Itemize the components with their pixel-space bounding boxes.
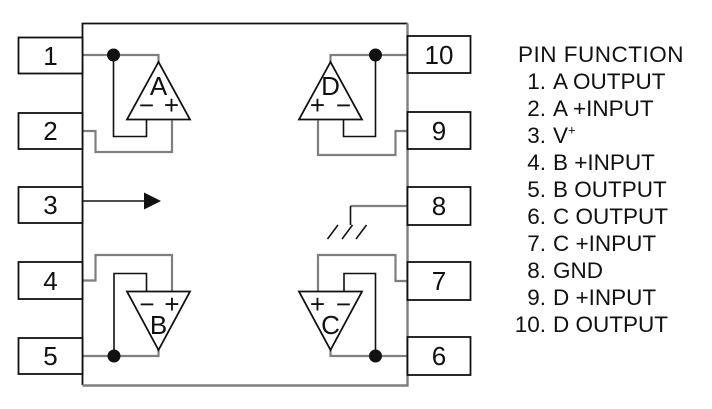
legend-item-2: 2. A +INPUT <box>508 95 684 122</box>
pin-function-legend: PIN FUNCTION 1.A OUTPUT 2.A +INPUT 3.V+ … <box>508 41 684 338</box>
opamp-d-label: D <box>321 71 340 101</box>
pin-5-box <box>17 337 84 375</box>
opamp-c-triangle <box>297 290 364 352</box>
right-pins: 10 9 8 7 6 <box>406 35 472 376</box>
pin-1-number: 1 <box>43 41 57 71</box>
legend-pin-function: D +INPUT <box>553 285 657 310</box>
opamp-b-plus-sign: + <box>164 289 179 319</box>
opamp-d-triangle <box>297 60 364 121</box>
wire-pin1-a-output <box>83 53 160 64</box>
legend-item-5: 5. B OUTPUT <box>508 176 684 203</box>
pin-7-number: 7 <box>432 266 446 296</box>
opamp-c-minus-sign: − <box>336 289 351 319</box>
legend-item-6: 6. C OUTPUT <box>508 203 684 230</box>
pin-8-box <box>406 186 472 226</box>
legend-item-3: 3. V+ <box>508 122 684 149</box>
opamp-d-minus-sign: − <box>336 90 351 120</box>
pin-5-number: 5 <box>43 341 57 371</box>
wiring <box>83 53 408 358</box>
ic-body-outline-topleft <box>81 22 408 385</box>
legend-pin-function: A +INPUT <box>553 96 654 121</box>
legend-pin-function: GND <box>553 258 603 283</box>
legend-item-10: 10. D OUTPUT <box>508 311 684 338</box>
feedback-wires <box>112 57 377 354</box>
opamp-a-minus-sign: − <box>139 90 154 120</box>
legend-pin-number: 10. <box>514 312 546 337</box>
opamp-c-plus-sign: + <box>310 289 325 319</box>
legend-pin-number: 4. <box>527 150 546 175</box>
legend-item-4: 4. B +INPUT <box>508 149 684 176</box>
pin-10-number: 10 <box>425 40 454 70</box>
opamp-a-triangle <box>125 60 192 121</box>
feedback-d <box>342 57 377 138</box>
feedback-b <box>113 272 148 354</box>
junction-dot <box>369 48 382 62</box>
pin-2-number: 2 <box>43 116 57 146</box>
legend-pin-function: C +INPUT <box>553 231 657 256</box>
opamp-a-plus-sign: + <box>164 90 179 120</box>
legend-item-1: 1. A OUTPUT <box>508 68 684 95</box>
opamp-b-triangle <box>125 290 192 352</box>
pin-6-box <box>406 336 472 376</box>
opamp-a-label: A <box>150 71 168 101</box>
feedback-c <box>343 272 377 354</box>
pin-4-number: 4 <box>43 266 57 296</box>
legend-pin-number: 1. <box>527 69 546 94</box>
pin-2-box <box>17 112 84 150</box>
pin-1-box <box>17 36 84 75</box>
left-pins: 1 2 3 4 5 <box>17 36 84 375</box>
legend-pin-number: 7. <box>527 231 546 256</box>
legend-pin-function: B OUTPUT <box>553 177 667 202</box>
legend-pin-function: A OUTPUT <box>553 69 666 94</box>
pin-6-number: 6 <box>432 341 446 371</box>
legend-pin-function: D OUTPUT <box>553 312 668 337</box>
v-plus-arrow-icon <box>83 192 161 210</box>
legend-pin-number: 8. <box>527 258 546 283</box>
pin-9-box <box>406 111 472 150</box>
legend-item-7: 7. C +INPUT <box>508 230 684 257</box>
legend-pin-number: 5. <box>527 177 546 202</box>
legend-pin-function: C OUTPUT <box>553 204 668 229</box>
legend-pin-function: B +INPUT <box>553 150 655 175</box>
opamp-d-plus-sign: + <box>310 90 325 120</box>
legend-title: PIN FUNCTION <box>518 42 684 67</box>
pin-3-number: 3 <box>43 190 57 220</box>
feedback-a <box>112 57 148 138</box>
legend-pin-number: 9. <box>527 285 546 310</box>
ground-icon <box>326 206 368 240</box>
wire-pin4-b-plus-input <box>83 253 174 291</box>
pin-9-number: 9 <box>432 116 446 146</box>
legend-pin-number: 2. <box>527 96 546 121</box>
wire-pin2-a-plus-input <box>83 120 174 154</box>
pin-4-box <box>17 261 84 300</box>
pin-10-box <box>406 35 472 74</box>
legend-item-8: 8. GND <box>508 257 684 284</box>
junction-dot <box>107 349 121 363</box>
legend-pin-number: 6. <box>527 204 546 229</box>
wire-pin7-c-plus-input <box>316 253 408 291</box>
opamp-b-minus-sign: − <box>139 289 154 319</box>
legend-item-9: 9. D +INPUT <box>508 284 684 311</box>
legend-pin-function: V+ <box>553 122 576 148</box>
wire-pin9-d-plus-input <box>316 120 408 157</box>
ic-schematic: A − + D + − B − + C + − 1 <box>17 22 472 387</box>
pin-7-box <box>406 261 472 301</box>
junction-dot <box>107 48 120 62</box>
opamp-b-label: B <box>150 310 167 340</box>
wire-pin5-b-output <box>83 348 160 358</box>
pin-8-number: 8 <box>432 191 446 221</box>
junction-dot <box>369 349 382 363</box>
pin-3-box <box>17 186 84 224</box>
legend-pin-number: 3. <box>527 123 546 148</box>
opamp-c-label: C <box>321 310 340 340</box>
ic-body-outline-bottomright <box>82 23 409 387</box>
